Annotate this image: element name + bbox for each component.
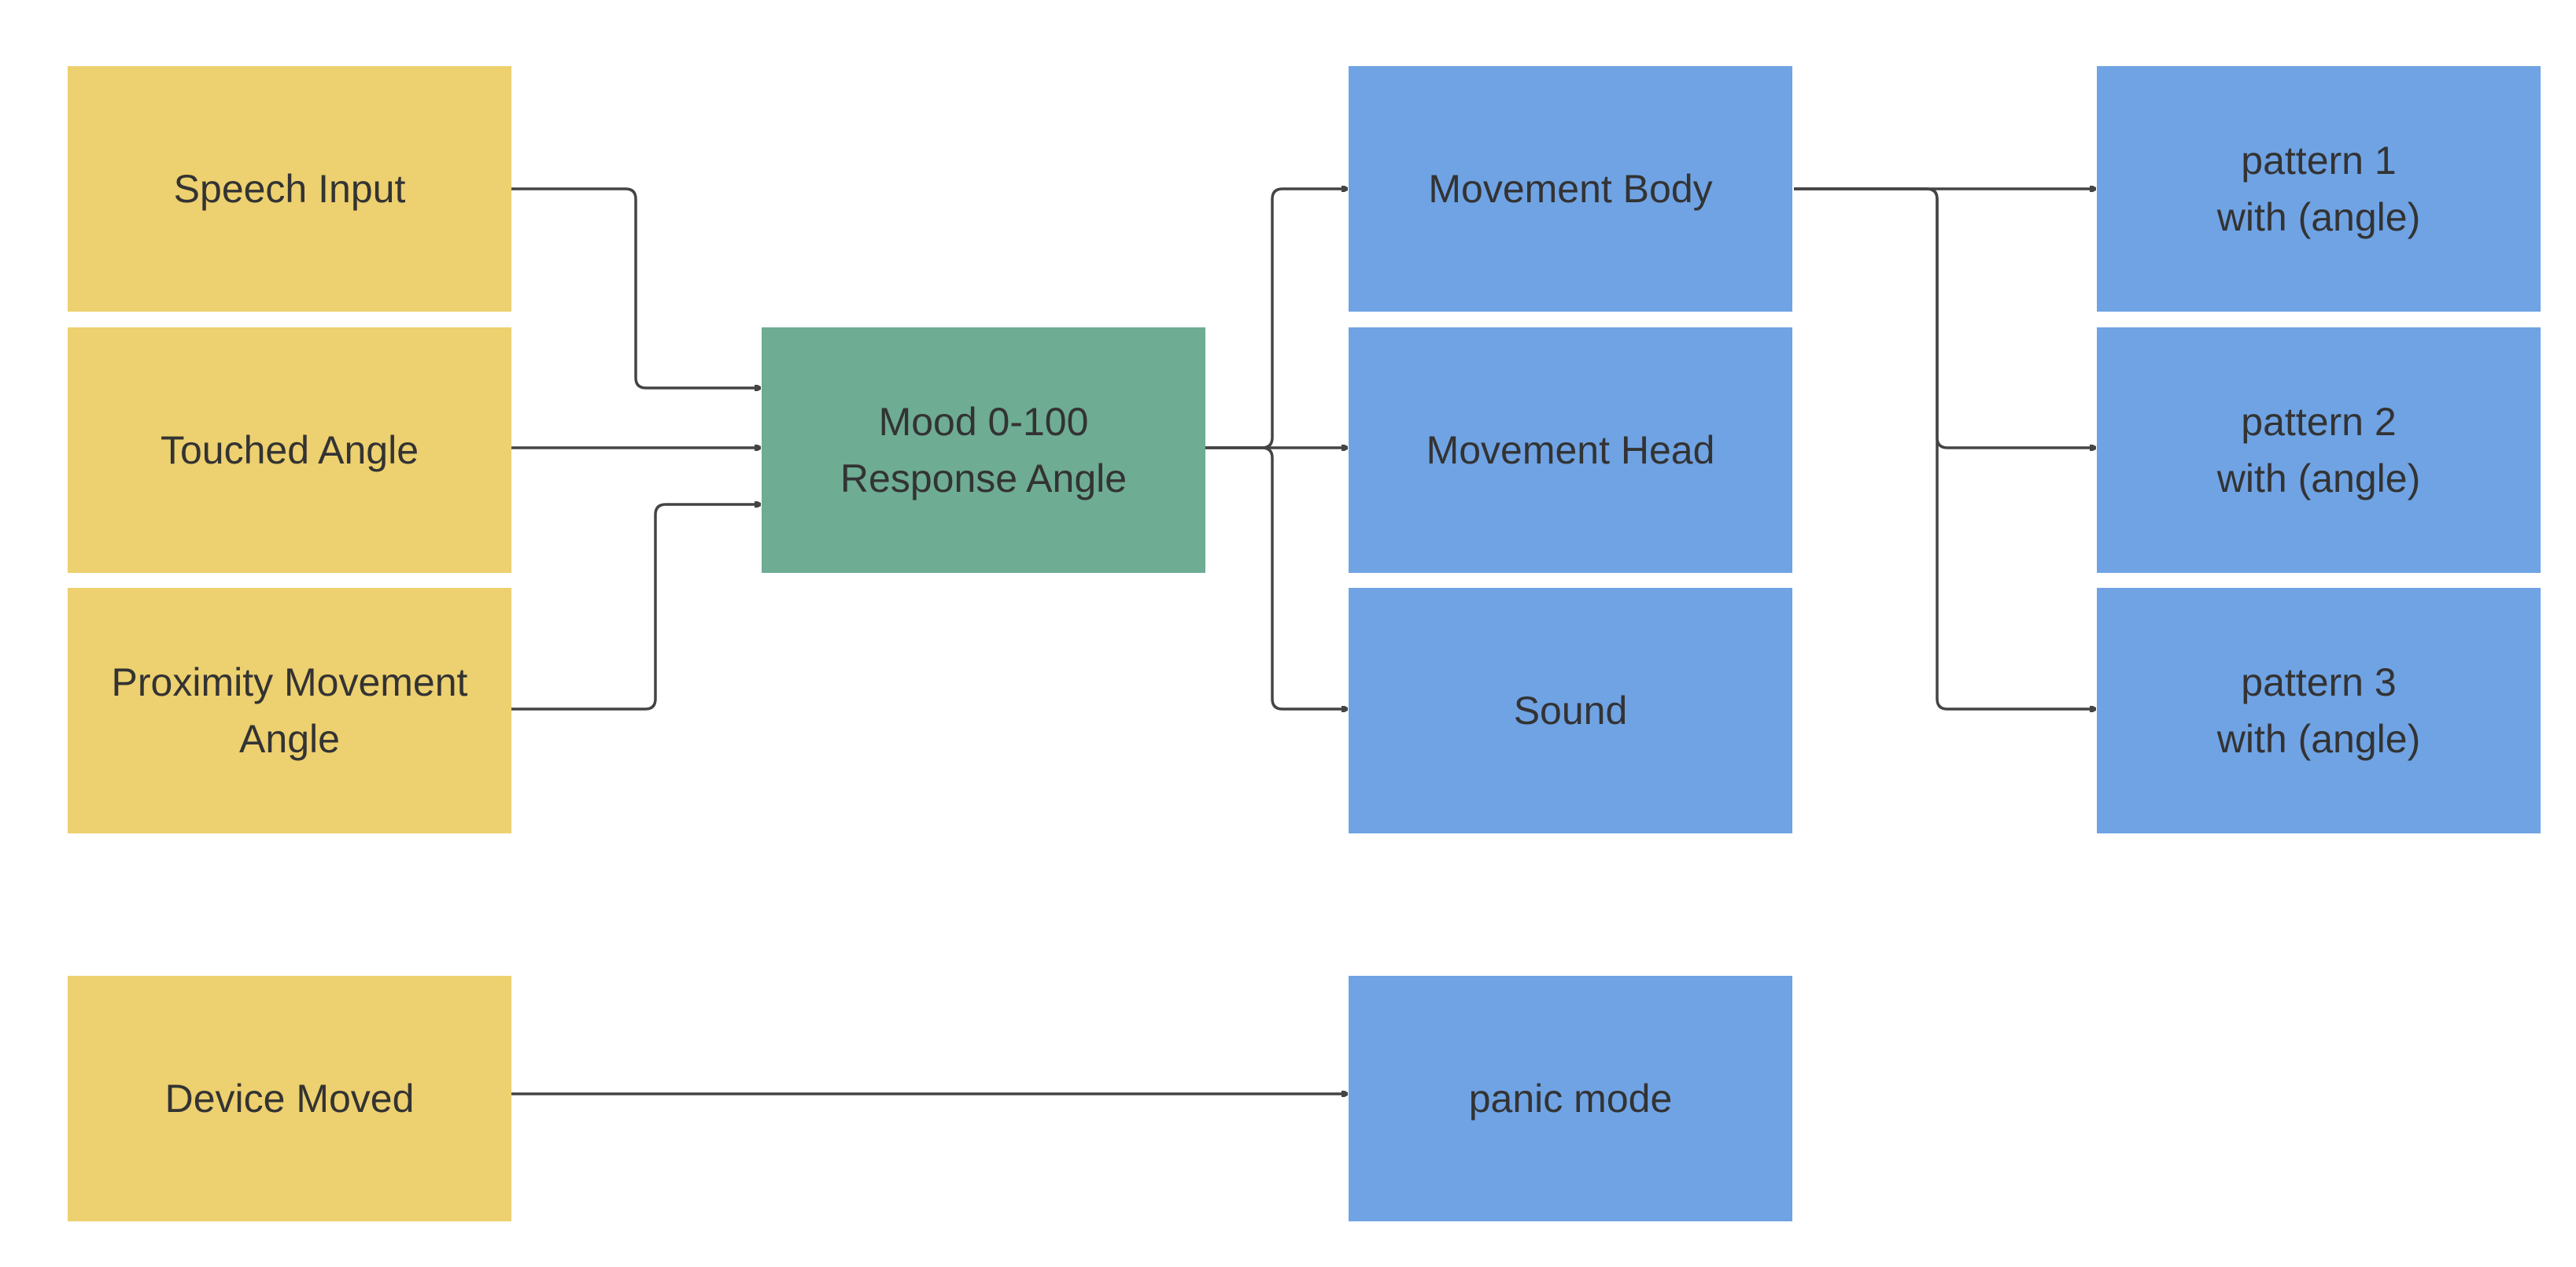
node-device-moved-label: Device Moved — [164, 1077, 415, 1121]
node-pattern-2-label: pattern 2 with (angle) — [2216, 400, 2421, 501]
node-movement-body-label: Movement Body — [1428, 167, 1713, 211]
edge-movement-body-to-pattern-3 — [1794, 187, 2095, 709]
node-sound: Sound — [1349, 588, 1792, 833]
edge-mood-to-movement-body — [1205, 189, 1347, 449]
node-touched-angle: Touched Angle — [68, 327, 511, 573]
node-device-moved: Device Moved — [68, 976, 511, 1221]
node-speech-input-label: Speech Input — [173, 167, 406, 211]
node-touched-angle-label: Touched Angle — [160, 428, 419, 472]
edge-proximity-to-mood — [511, 504, 760, 711]
edge-mood-to-sound — [1205, 446, 1347, 709]
node-panic-mode-label: panic mode — [1468, 1077, 1673, 1121]
node-mood-response-angle-label: Mood 0-100 Response Angle — [840, 400, 1127, 501]
node-mood-response-angle: Mood 0-100 Response Angle — [762, 327, 1205, 573]
node-speech-input: Speech Input — [68, 66, 511, 312]
node-pattern-3: pattern 3 with (angle) — [2097, 588, 2541, 833]
edge-speech-to-mood — [511, 187, 760, 388]
node-sound-label: Sound — [1513, 689, 1628, 733]
node-pattern-3-label: pattern 3 with (angle) — [2216, 660, 2421, 761]
edge-movement-body-to-pattern-2 — [1794, 187, 2095, 448]
node-pattern-2: pattern 2 with (angle) — [2097, 327, 2541, 573]
node-pattern-1: pattern 1 with (angle) — [2097, 66, 2541, 312]
node-panic-mode: panic mode — [1349, 976, 1792, 1221]
node-pattern-1-label: pattern 1 with (angle) — [2216, 139, 2421, 239]
node-proximity-movement-angle-label: Proximity Movement Angle — [111, 660, 468, 761]
node-movement-head: Movement Head — [1349, 327, 1792, 573]
node-movement-body: Movement Body — [1349, 66, 1792, 312]
node-proximity-movement-angle: Proximity Movement Angle — [68, 588, 511, 833]
node-movement-head-label: Movement Head — [1426, 428, 1715, 472]
